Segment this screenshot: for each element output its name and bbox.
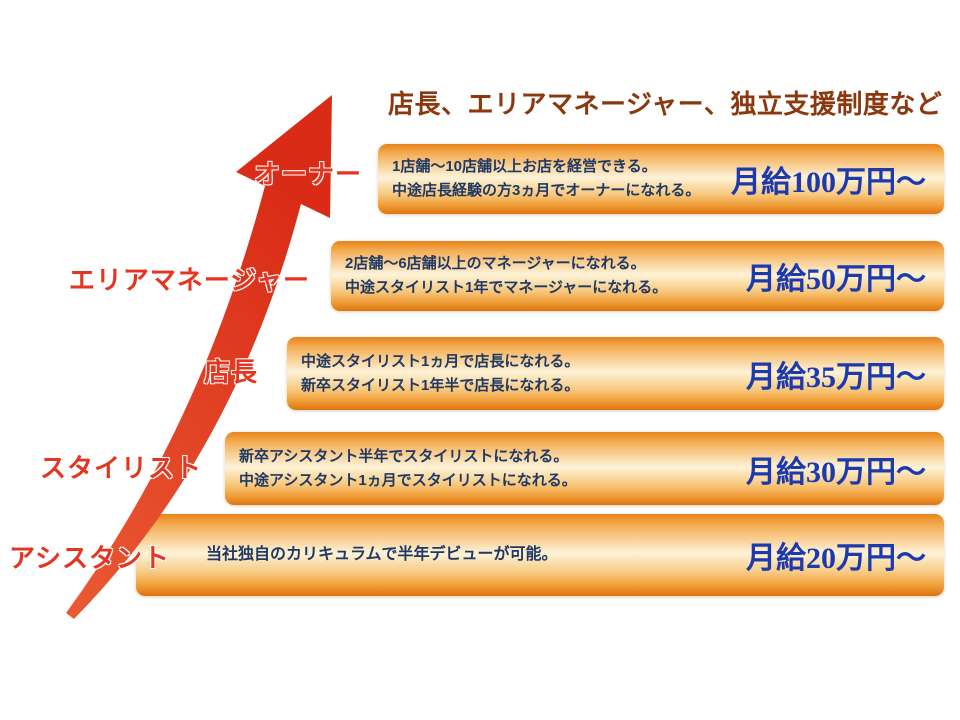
role-label-stylist: スタイリスト [39,453,202,483]
role-label-owner: オーナー [253,159,362,189]
salary-text: 月給30万円〜 [746,455,926,489]
description-line: 中途アシスタント1ヵ月でスタイリストになれる。 [239,471,577,489]
role-label-store-manager: 店長 [203,357,258,387]
diagram-title: 店長、エリアマネージャー、独立支援制度など [388,89,943,119]
role-description: 2店舗〜6店舗以上のマネージャーになれる。 中途スタイリスト1年でマネージャーに… [345,252,667,300]
role-label-assistant: アシスタント [9,543,170,573]
role-description: 1店舗〜10店舗以上お店を経営できる。 中途店長経験の方3ヵ月でオーナーになれる… [392,155,700,203]
career-step-store-manager: 中途スタイリスト1ヵ月で店長になれる。 新卒スタイリスト1年半で店長になれる。 … [287,337,944,410]
role-label-area-manager: エリアマネージャー [68,265,310,295]
description-line: 1店舗〜10店舗以上お店を経営できる。 [392,158,657,175]
salary-text: 月給100万円〜 [731,166,926,199]
career-step-stylist: 新卒アシスタント半年でスタイリストになれる。 中途アシスタント1ヵ月でスタイリス… [225,432,944,505]
salary-text: 月給50万円〜 [746,263,926,296]
role-description: 中途スタイリスト1ヵ月で店長になれる。 新卒スタイリスト1年半で店長になれる。 [301,350,579,398]
description-line: 中途スタイリスト1ヵ月で店長になれる。 [301,352,580,370]
description-line: 新卒アシスタント半年でスタイリストになれる。 [239,447,569,465]
description-line: 中途スタイリスト1年でマネージャーになれる。 [345,279,668,296]
role-description: 当社独自のカリキュラムで半年デビューが可能。 [150,542,558,568]
description-line: 中途店長経験の方3ヵ月でオーナーになれる。 [392,182,701,199]
role-description: 新卒アシスタント半年でスタイリストになれる。 中途アシスタント1ヵ月でスタイリス… [239,445,577,493]
salary-text: 月給35万円〜 [746,360,926,394]
career-step-area-manager: 2店舗〜6店舗以上のマネージャーになれる。 中途スタイリスト1年でマネージャーに… [331,241,944,311]
description-line: 新卒スタイリスト1年半で店長になれる。 [301,376,580,394]
description-line: 2店舗〜6店舗以上のマネージャーになれる。 [345,255,646,272]
career-step-owner: 1店舗〜10店舗以上お店を経営できる。 中途店長経験の方3ヵ月でオーナーになれる… [378,144,944,214]
salary-text: 月給20万円〜 [746,542,926,575]
career-step-assistant: 当社独自のカリキュラムで半年デビューが可能。 月給20万円〜 [136,514,944,596]
description-line: 当社独自のカリキュラムで半年デビューが可能。 [206,546,558,564]
